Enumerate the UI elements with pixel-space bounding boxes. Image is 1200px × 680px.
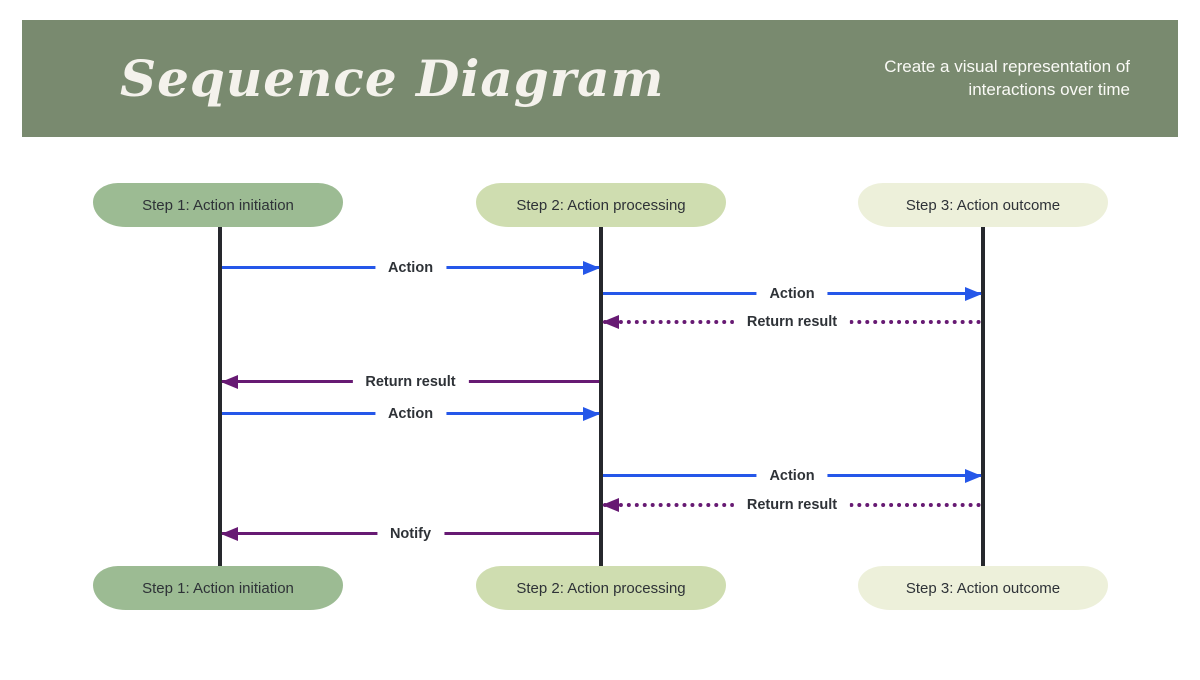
- lifeline-step2: [599, 227, 603, 567]
- actor-step3-bottom-box: Step 3: Action outcome: [858, 566, 1108, 610]
- actor-step1-top-box: Step 1: Action initiation: [93, 183, 343, 227]
- actor-step2-label: Step 2: Action processing: [516, 579, 686, 597]
- actor-step3-label: Step 3: Action outcome: [905, 196, 1061, 214]
- page-title: Sequence Diagram: [120, 49, 665, 108]
- message-label: Action: [756, 284, 828, 303]
- message-label: Return result: [352, 372, 469, 391]
- arrowhead-right-icon: [583, 260, 600, 275]
- page-subtitle: Create a visual representation of intera…: [884, 56, 1130, 102]
- actor-step3-top-box: Step 3: Action outcome: [858, 183, 1108, 227]
- arrowhead-left-icon: [221, 526, 238, 541]
- actor-step2-bottom-box: Step 2: Action processing: [476, 566, 726, 610]
- actor-step2-label: Step 2: Action processing: [516, 196, 686, 214]
- message-label: Action: [756, 466, 828, 485]
- lifeline-step3: [981, 227, 985, 567]
- arrowhead-left-icon: [221, 374, 238, 389]
- message-label: Return result: [733, 495, 851, 514]
- message-label: Return result: [733, 312, 851, 331]
- arrowhead-right-icon: [965, 286, 982, 301]
- message-label: Action: [374, 404, 447, 423]
- actor-step3-label: Step 3: Action outcome: [905, 579, 1061, 597]
- actor-step1-label: Step 1: Action initiation: [142, 196, 294, 214]
- header-banner: Sequence Diagram Create a visual represe…: [22, 20, 1178, 137]
- actor-step2-top-box: Step 2: Action processing: [476, 183, 726, 227]
- arrowhead-right-icon: [965, 468, 982, 483]
- arrowhead-left-icon: [602, 314, 619, 329]
- actor-step1-bottom-box: Step 1: Action initiation: [93, 566, 343, 610]
- message-label: Action: [374, 258, 447, 277]
- page-subtitle-line1: Create a visual representation of: [884, 56, 1130, 76]
- arrowhead-right-icon: [583, 406, 600, 421]
- message-label: Notify: [376, 524, 445, 543]
- arrowhead-left-icon: [602, 497, 619, 512]
- actor-step1-label: Step 1: Action initiation: [142, 579, 294, 597]
- lifeline-step1: [218, 227, 222, 567]
- page-subtitle-line2: interactions over time: [968, 79, 1130, 99]
